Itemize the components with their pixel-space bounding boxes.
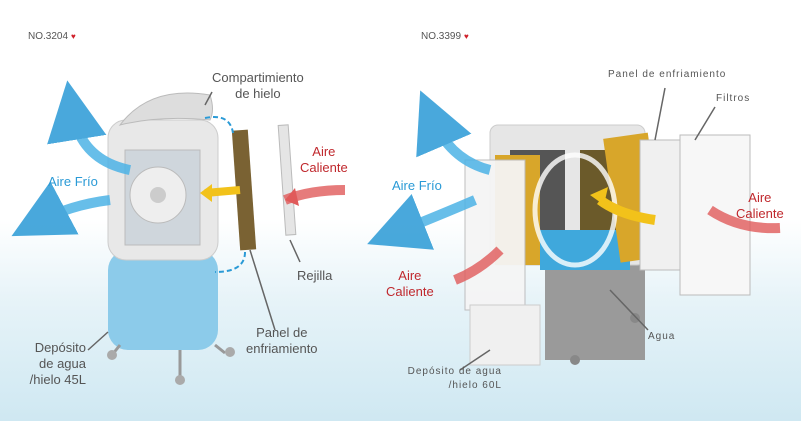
heart-icon: ♥	[71, 32, 76, 41]
model-number-3204: NO.3204♥	[28, 31, 76, 42]
airflow-arrows-left	[11, 80, 346, 351]
model-number-3399: NO.3399♥	[421, 31, 469, 42]
label-line: enfriamiento	[246, 341, 318, 356]
label-line: Panel de	[256, 325, 308, 340]
label-water: Agua	[648, 331, 676, 342]
label-line: Aire	[398, 268, 422, 283]
label-line: Depósito	[34, 340, 86, 355]
label-tank-60l: Depósito de agua/hielo 60L	[400, 365, 502, 393]
label-line: Compartimiento	[212, 70, 304, 85]
label-line: Aire	[748, 190, 772, 205]
model-label: NO.3399	[421, 31, 462, 42]
label-line: de agua	[39, 356, 86, 371]
label-line: /hielo 45L	[29, 372, 86, 387]
model-label: NO.3204	[28, 31, 69, 42]
label-grille: Rejilla	[297, 268, 333, 283]
label-cold-air-right-product: Aire Frío	[392, 178, 442, 193]
label-line: Caliente	[736, 206, 784, 221]
airflow-arrows-right	[367, 87, 781, 371]
cooler-3399	[464, 124, 751, 366]
label-line: Depósito de agua	[407, 366, 502, 377]
label-line: de hielo	[235, 86, 281, 101]
label-line: /hielo 60L	[448, 380, 502, 391]
label-line: Caliente	[386, 284, 434, 299]
label-filters: Filtros	[716, 93, 751, 104]
label-line: Aire	[312, 144, 336, 159]
label-cold-air-left-product: Aire Frío	[48, 174, 98, 189]
label-cooling-panel-right: Panel de enfriamiento	[608, 69, 727, 80]
cooler-3204	[107, 92, 297, 385]
label-line: Caliente	[300, 160, 348, 175]
heart-icon: ♥	[464, 32, 469, 41]
